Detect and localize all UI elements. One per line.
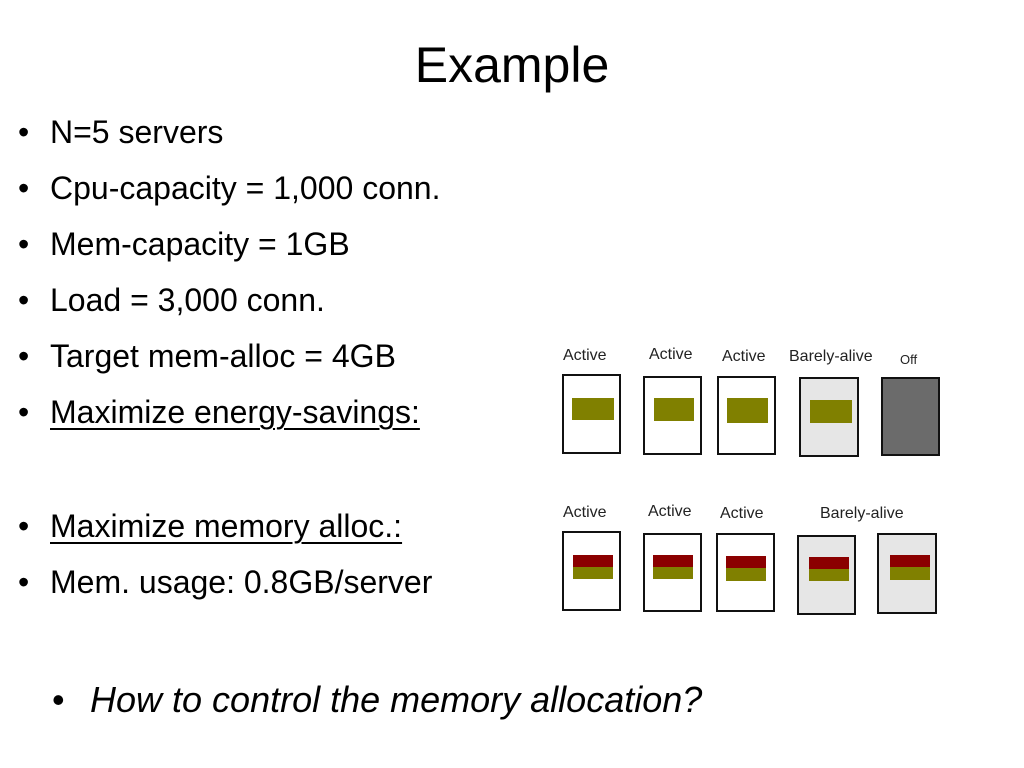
bullet-dot: • — [18, 394, 30, 430]
server-state-label: Barely-alive — [820, 505, 904, 522]
bullet-text: N=5 servers — [50, 114, 224, 150]
bullet-item: • Load = 3,000 conn. — [18, 280, 325, 320]
server-state-label: Active — [563, 347, 607, 364]
bullet-dot: • — [18, 114, 30, 150]
bullet-dot: • — [18, 282, 30, 318]
bullet-item: • Target mem-alloc = 4GB — [18, 336, 396, 376]
cpu-load-bar — [572, 398, 614, 420]
cpu-mem-bar — [653, 555, 693, 579]
slide-title: Example — [414, 37, 610, 93]
server-state-label: Active — [563, 504, 607, 521]
bullet-item: • Cpu-capacity = 1,000 conn. — [18, 168, 440, 208]
bullet-item: • Mem-capacity = 1GB — [18, 224, 350, 264]
server-state-label: Barely-alive — [789, 348, 873, 365]
server-box — [877, 533, 937, 614]
question-text: How to control the memory allocation? — [90, 679, 703, 720]
cpu-mem-bar — [726, 556, 766, 581]
cpu-mem-bar — [890, 555, 930, 580]
server-state-label: Active — [722, 348, 766, 365]
server-box — [797, 535, 856, 615]
bullet-item: • Mem. usage: 0.8GB/server — [18, 562, 432, 602]
server-box — [717, 376, 776, 455]
closing-question: • How to control the memory allocation? — [52, 678, 702, 722]
bullet-text: Target mem-alloc = 4GB — [50, 338, 396, 374]
server-state-label: Off — [900, 352, 918, 367]
bullet-dot: • — [52, 679, 65, 720]
server-box — [716, 533, 775, 612]
server-box — [562, 374, 621, 454]
server-box — [881, 377, 940, 456]
bullet-dot: • — [18, 508, 30, 544]
bullet-text: Cpu-capacity = 1,000 conn. — [50, 170, 441, 206]
server-box — [562, 531, 621, 611]
cpu-load-bar — [727, 398, 768, 423]
server-state-label: Active — [649, 346, 693, 363]
server-box — [643, 533, 702, 612]
bullet-dot: • — [18, 564, 30, 600]
bullet-text: Maximize memory alloc.: — [50, 508, 403, 544]
server-state-label: Active — [720, 505, 764, 522]
server-box — [799, 377, 859, 457]
server-box — [643, 376, 702, 455]
bullet-dot: • — [18, 338, 30, 374]
bullet-item: • N=5 servers — [18, 112, 223, 152]
bullet-item: • Maximize memory alloc.: — [18, 506, 402, 546]
cpu-load-bar — [810, 400, 852, 423]
cpu-load-bar — [654, 398, 694, 421]
bullet-text: Maximize energy-savings: — [50, 394, 420, 430]
bullet-text: Load = 3,000 conn. — [50, 282, 325, 318]
bullet-item: • Maximize energy-savings: — [18, 392, 420, 432]
bullet-dot: • — [18, 226, 30, 262]
cpu-mem-bar — [809, 557, 849, 581]
bullet-text: Mem. usage: 0.8GB/server — [50, 564, 433, 600]
bullet-text: Mem-capacity = 1GB — [50, 226, 350, 262]
bullet-dot: • — [18, 170, 30, 206]
server-state-label: Active — [648, 503, 692, 520]
cpu-mem-bar — [573, 555, 613, 579]
